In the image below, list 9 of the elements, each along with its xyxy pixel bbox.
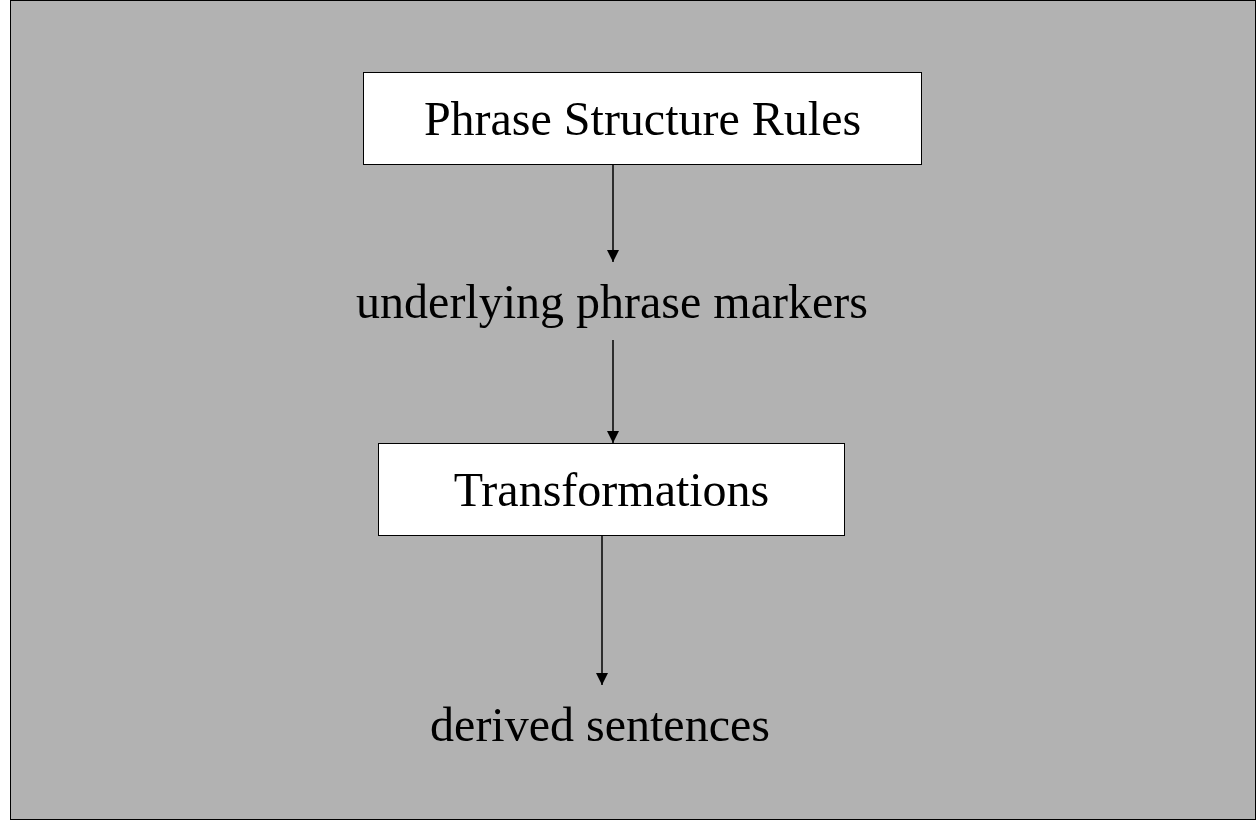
- process-box: [363, 72, 922, 165]
- box-label: Phrase Structure Rules: [423, 91, 862, 146]
- arrow: [607, 339, 619, 444]
- node-label: derived sentences: [430, 696, 770, 752]
- box-label: Transformations: [453, 462, 770, 517]
- arrow: [596, 535, 608, 686]
- arrow: [607, 164, 619, 263]
- process-box: [378, 443, 845, 536]
- node-label: underlying phrase markers: [356, 273, 868, 329]
